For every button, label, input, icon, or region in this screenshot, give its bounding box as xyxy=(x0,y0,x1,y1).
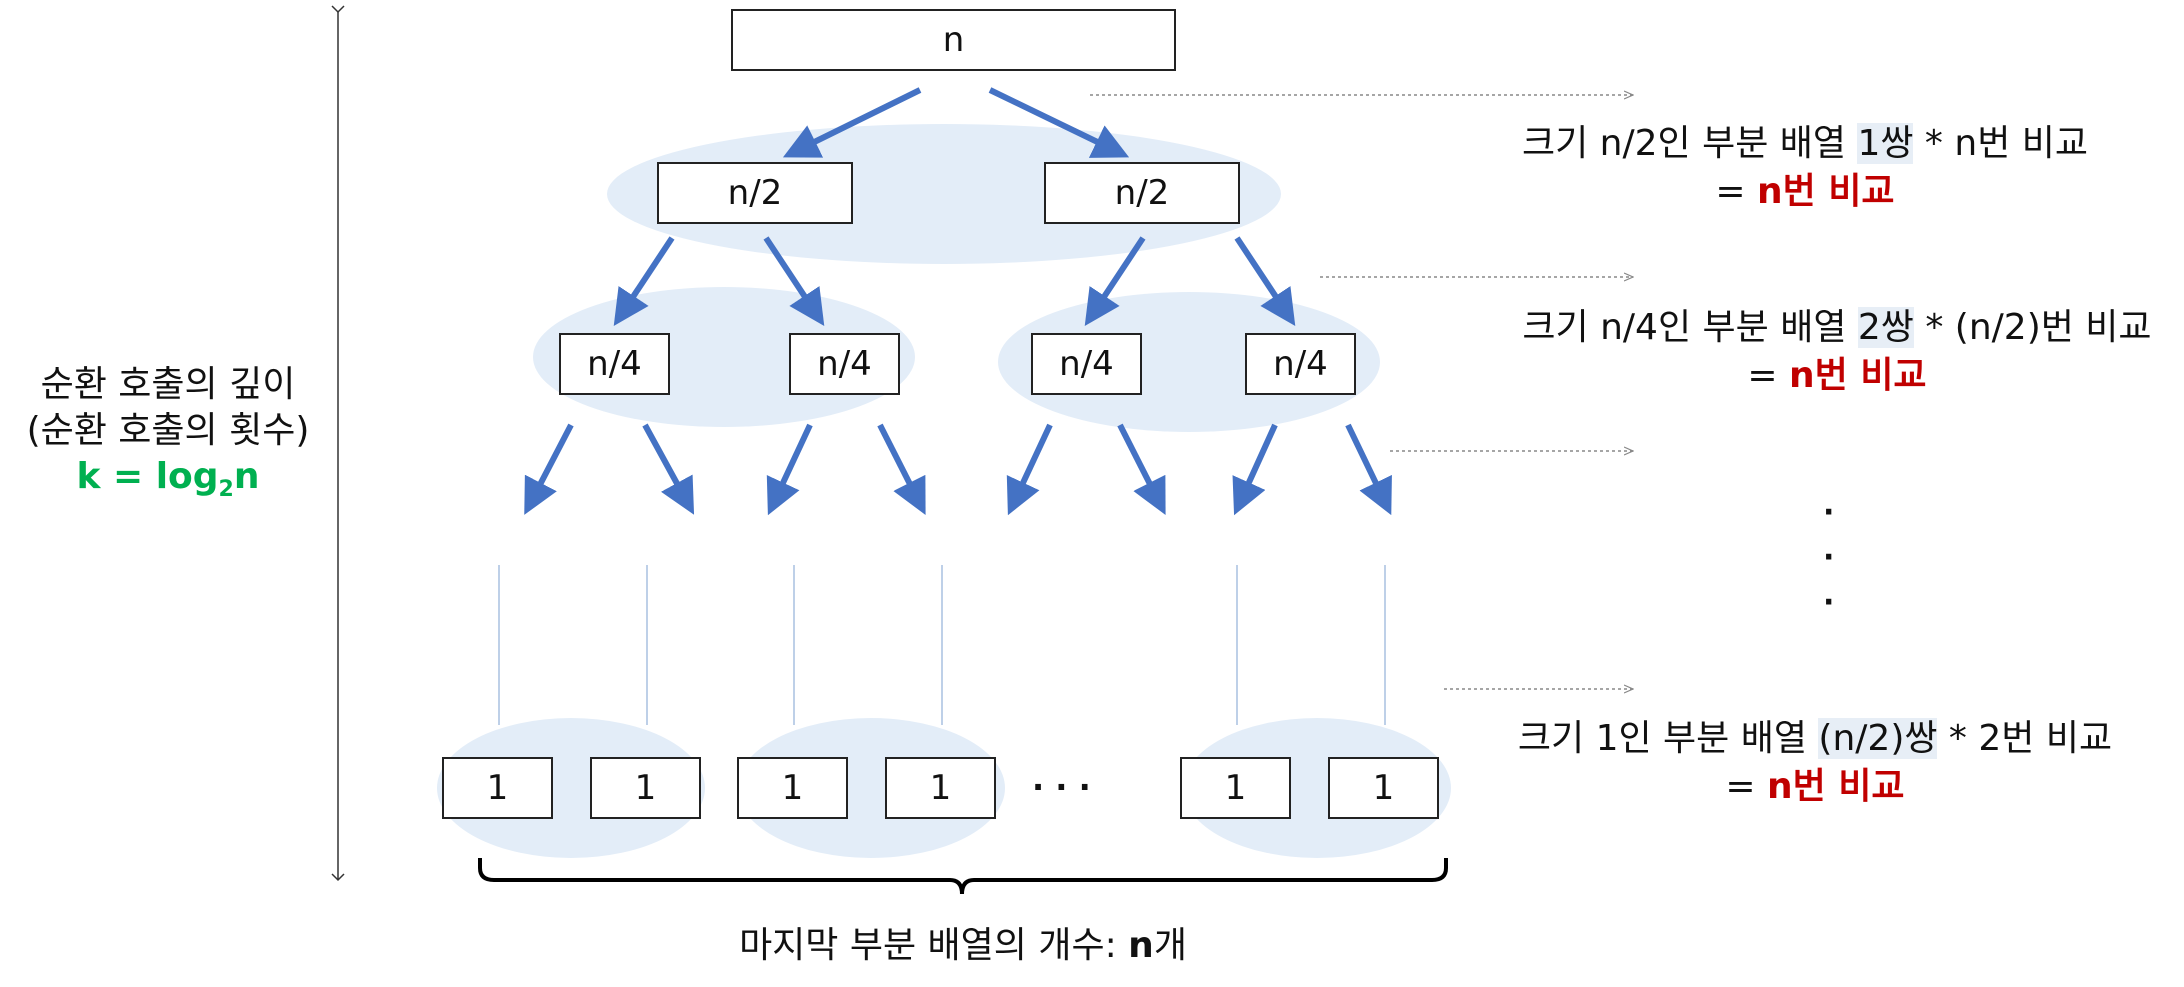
node-leaf: 1 xyxy=(442,757,553,819)
note-pre: 크기 1인 부분 배열 xyxy=(1517,718,1819,759)
node-label: 1 xyxy=(929,768,952,808)
note-result: n번 비교 xyxy=(1757,171,1895,212)
note-eq: = xyxy=(1725,766,1768,807)
node-label: n/4 xyxy=(587,344,642,384)
vertical-ellipsis-3: · xyxy=(1823,585,1835,620)
vertical-ellipsis-1: · xyxy=(1823,495,1835,530)
node-label: n/2 xyxy=(1114,173,1170,213)
leaf-brace xyxy=(478,858,1448,895)
node-level2: n/4 xyxy=(559,333,670,395)
note-highlight: 1쌍 xyxy=(1857,123,1914,164)
arrow-l2-2 xyxy=(642,423,695,515)
node-level1: n/2 xyxy=(657,162,853,224)
node-leaf: 1 xyxy=(590,757,701,819)
note-pre: 크기 n/2인 부분 배열 xyxy=(1521,123,1858,164)
node-label: n xyxy=(942,20,965,60)
node-level1: n/2 xyxy=(1044,162,1240,224)
depth-line2: (순환 호출의 횟수) xyxy=(26,410,310,451)
arrow-root-right xyxy=(988,87,1130,158)
note-result-line: = n번 비교 xyxy=(1490,168,2120,216)
arrow-l2-7 xyxy=(1232,423,1278,516)
note-post: * n번 비교 xyxy=(1913,123,2088,164)
note-highlight: 2쌍 xyxy=(1857,307,1914,348)
note-highlight: (n/2)쌍 xyxy=(1818,718,1938,759)
depth-formula: k = log2n xyxy=(18,454,318,513)
node-label: n/4 xyxy=(817,344,872,384)
depth-line1: 순환 호출의 깊이 xyxy=(40,364,296,405)
note-eq: = xyxy=(1747,355,1790,396)
formula-prefix: k = log xyxy=(76,456,219,497)
note-eq: = xyxy=(1715,171,1758,212)
arrow-l1a-left xyxy=(613,236,675,327)
level-note-1: 크기 n/2인 부분 배열 1쌍 * n번 비교 = n번 비교 xyxy=(1490,120,2120,216)
leaf-ellipsis: · · · xyxy=(1032,768,1091,806)
node-label: 1 xyxy=(486,768,509,808)
note-result: n번 비교 xyxy=(1789,355,1927,396)
arrow-l2-3 xyxy=(766,423,813,516)
formula-suffix: n xyxy=(233,456,260,497)
note-post: * 2번 비교 xyxy=(1937,718,2113,759)
node-level2: n/4 xyxy=(1031,333,1142,395)
note-line: 크기 n/4인 부분 배열 2쌍 * (n/2)번 비교 xyxy=(1490,304,2184,352)
note-pre: 크기 n/4인 부분 배열 xyxy=(1522,307,1858,348)
arrow-l2-5 xyxy=(1006,423,1053,516)
arrow-l2-8 xyxy=(1345,423,1392,516)
note-result: n번 비교 xyxy=(1767,766,1905,807)
node-label: 1 xyxy=(634,768,657,808)
node-label: 1 xyxy=(1224,768,1247,808)
level-note-3: 크기 1인 부분 배열 (n/2)쌍 * 2번 비교 = n번 비교 xyxy=(1490,715,2140,811)
node-level2: n/4 xyxy=(1245,333,1356,395)
node-level2: n/4 xyxy=(789,333,900,395)
caption-post: 개 xyxy=(1153,925,1187,966)
arrow-l2-1 xyxy=(524,423,574,515)
node-leaf: 1 xyxy=(737,757,848,819)
node-root: n xyxy=(731,9,1176,71)
vertical-ellipsis-2: · xyxy=(1823,540,1835,575)
arrow-root-left xyxy=(782,87,922,158)
node-label: n/4 xyxy=(1273,344,1328,384)
note-post: * (n/2)번 비교 xyxy=(1913,307,2152,348)
node-leaf: 1 xyxy=(1180,757,1291,819)
node-leaf: 1 xyxy=(885,757,996,819)
arrow-l1b-right xyxy=(1234,236,1296,327)
node-label: 1 xyxy=(1372,768,1395,808)
node-label: 1 xyxy=(781,768,804,808)
caption-pre: 마지막 부분 배열의 개수: xyxy=(739,925,1129,966)
arrow-l1a-right xyxy=(763,236,825,327)
formula-sub: 2 xyxy=(218,477,234,503)
arrow-l2-6 xyxy=(1117,423,1166,515)
level-note-2: 크기 n/4인 부분 배열 2쌍 * (n/2)번 비교 = n번 비교 xyxy=(1490,304,2184,400)
node-label: n/4 xyxy=(1059,344,1114,384)
leaf-count-caption: 마지막 부분 배열의 개수: n개 xyxy=(560,916,1366,968)
note-result-line: = n번 비교 xyxy=(1490,352,2184,400)
note-line: 크기 1인 부분 배열 (n/2)쌍 * 2번 비교 xyxy=(1490,715,2140,763)
note-line: 크기 n/2인 부분 배열 1쌍 * n번 비교 xyxy=(1490,120,2120,168)
depth-label: 순환 호출의 깊이 (순환 호출의 횟수) k = log2n xyxy=(18,362,318,513)
node-leaf: 1 xyxy=(1328,757,1439,819)
arrow-l2-4 xyxy=(877,423,926,515)
node-label: n/2 xyxy=(727,173,783,213)
arrow-l1b-left xyxy=(1084,236,1146,327)
caption-bold: n xyxy=(1128,925,1154,966)
note-result-line: = n번 비교 xyxy=(1490,763,2140,811)
